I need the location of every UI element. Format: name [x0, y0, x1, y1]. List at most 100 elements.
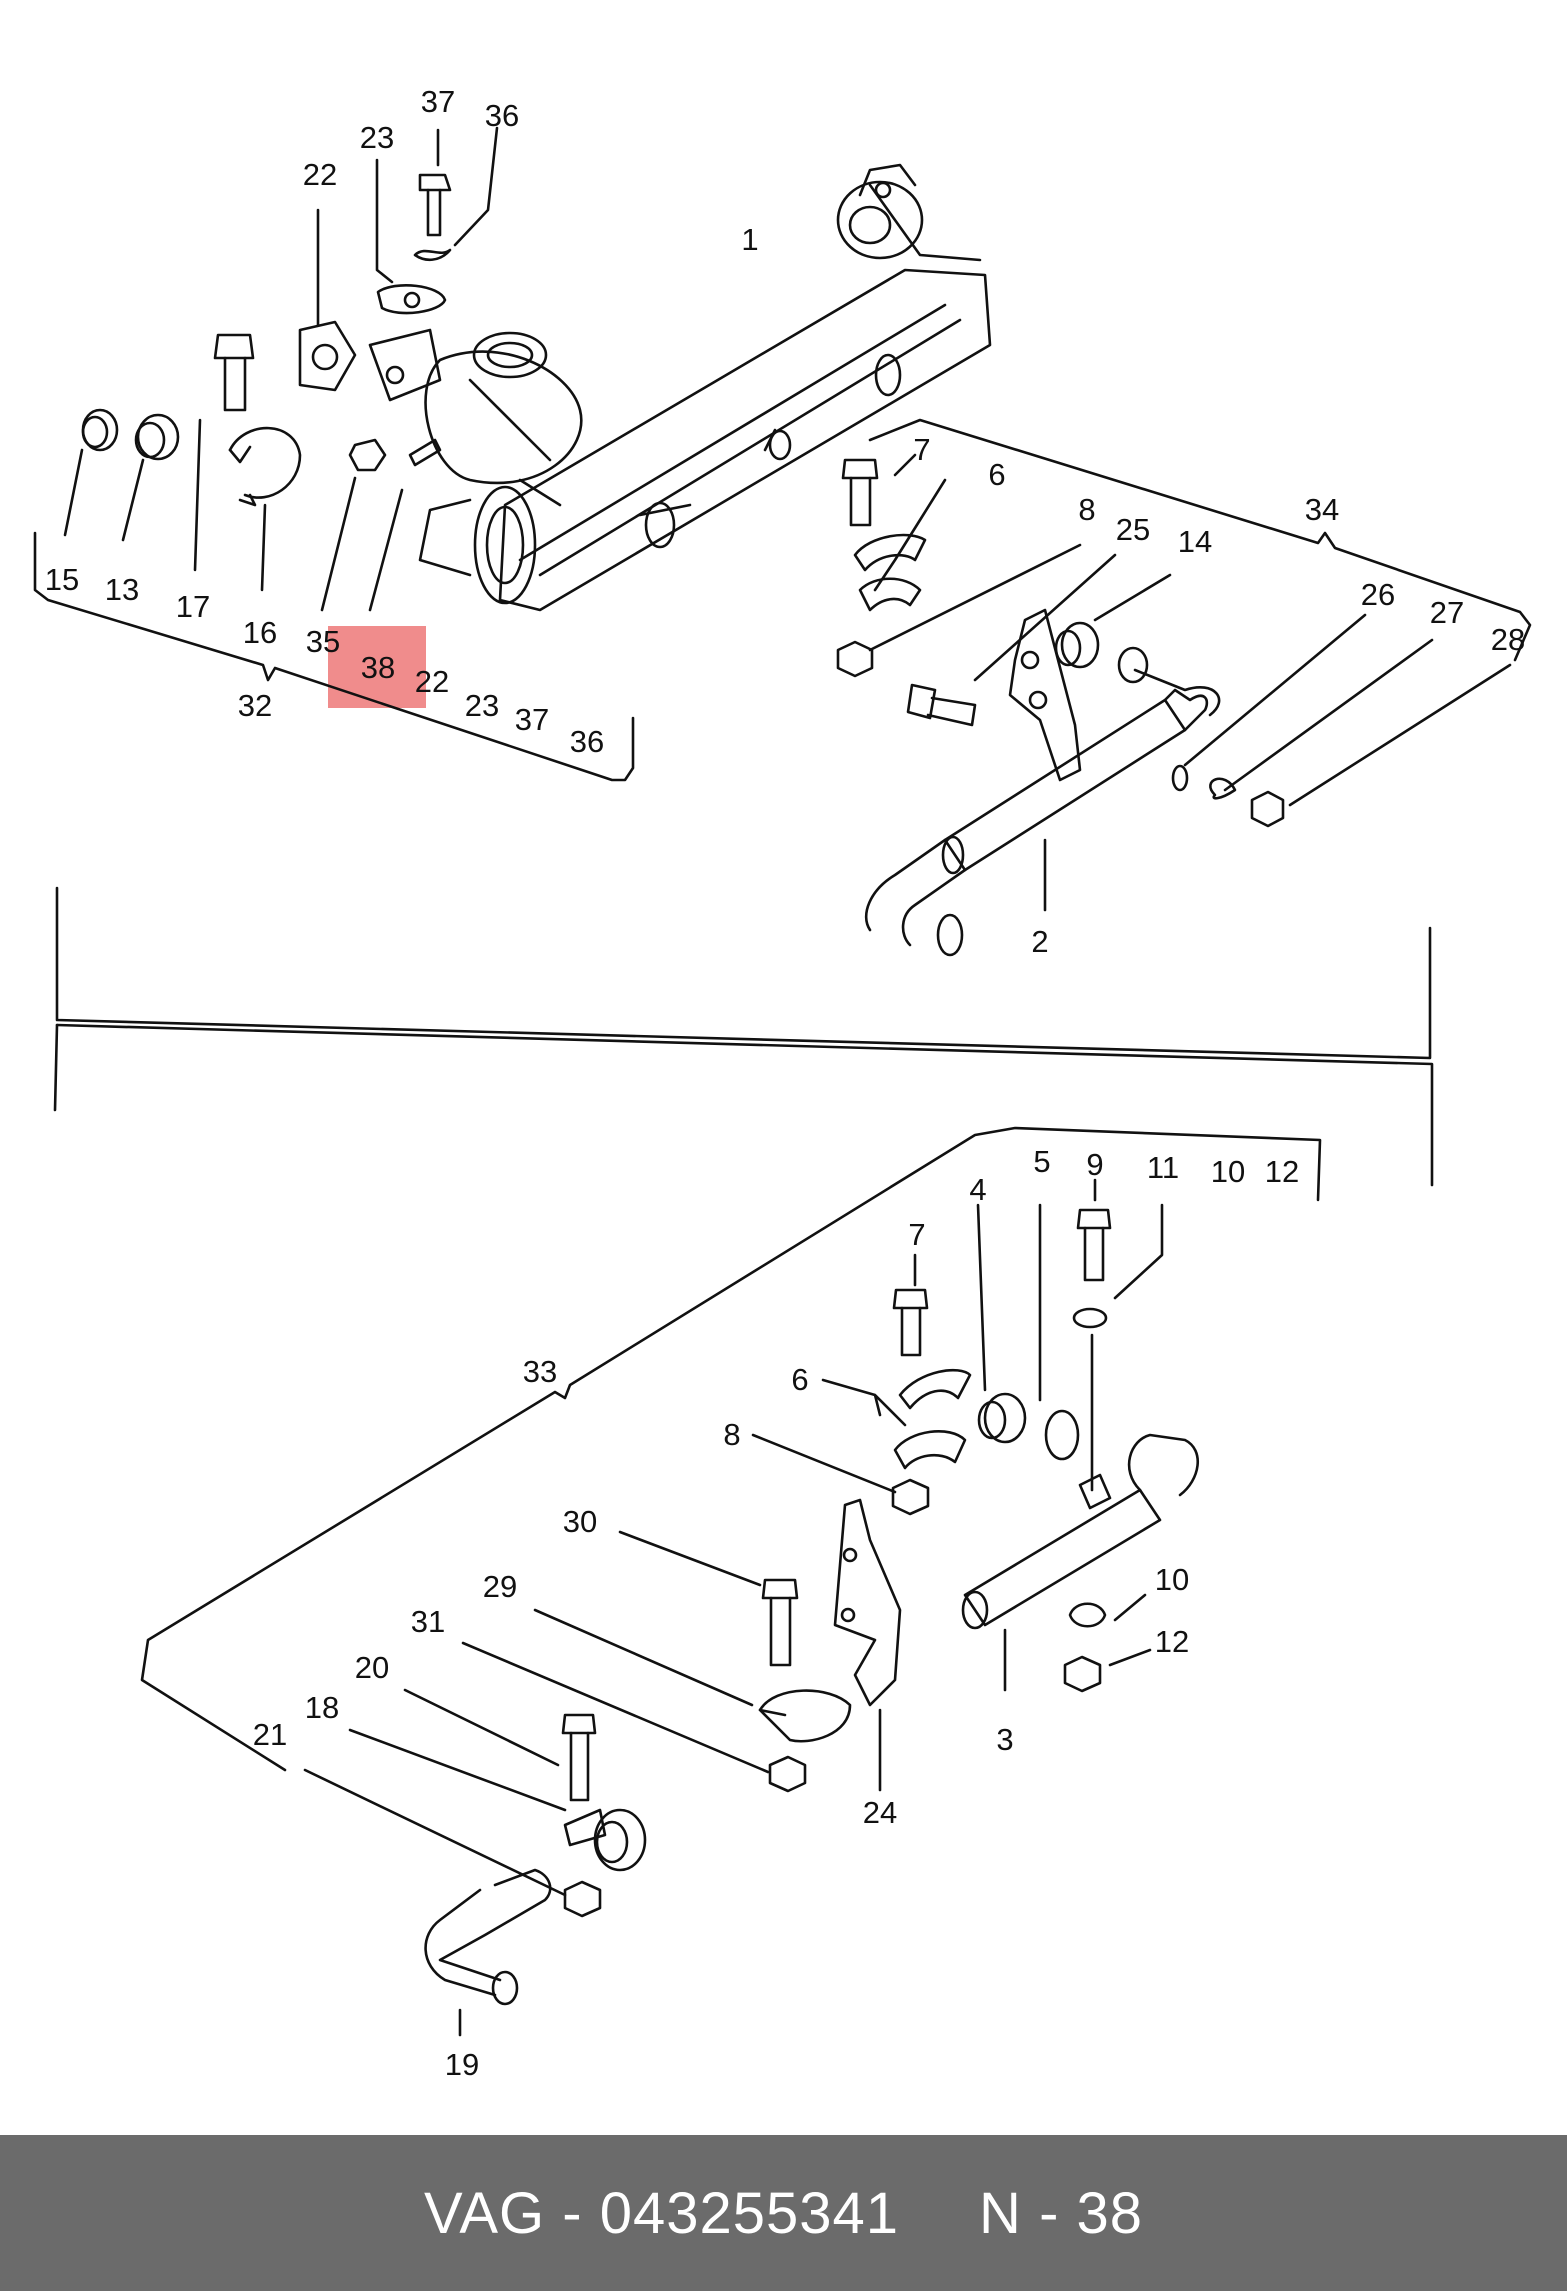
pipe-3	[961, 1333, 1200, 1630]
grommet-14	[1054, 621, 1100, 669]
top-callout-35: 35	[306, 624, 340, 659]
bracket-34	[868, 418, 1532, 662]
bolt-7-bottom	[892, 1288, 929, 1357]
bolt-7-top	[841, 458, 879, 527]
washer-10-bottom	[1068, 1602, 1107, 1628]
footer-ref-prefix: N	[979, 2180, 1022, 2246]
top-bolt-37	[418, 173, 452, 237]
clamp-29	[758, 1689, 852, 1743]
fuel-rail	[418, 163, 992, 612]
top-spring-36	[413, 248, 452, 261]
clamp-6-bottom	[893, 1368, 972, 1470]
nut-8-top	[836, 640, 874, 678]
bottom-callout-4: 4	[969, 1172, 986, 1207]
top-callout-28: 28	[1491, 622, 1525, 657]
leader-lines-top-left	[63, 126, 499, 612]
top-callout-25: 25	[1116, 512, 1150, 547]
top-callout-34: 34	[1305, 492, 1339, 527]
top-callout-32: 32	[238, 688, 272, 723]
callouts-top: 37 36 23 22 1 15 13 17 16 35 38 22 23 37 36 32 7 6 8 25 14 34…	[45, 84, 1525, 959]
bottom-callout-33: 33	[523, 1354, 557, 1389]
footer-ref-dash: -	[1039, 2180, 1060, 2246]
top-callout-1: 1	[741, 222, 758, 257]
grommet-4	[977, 1392, 1027, 1444]
top-clamp-16	[228, 426, 302, 507]
top-callout-6: 6	[988, 457, 1005, 492]
top-callout-36: 36	[485, 98, 519, 133]
bracket-plate-top	[1008, 608, 1082, 782]
bottom-callout-8: 8	[723, 1417, 740, 1452]
bracket-33	[140, 1126, 1322, 1772]
footer-brand: VAG	[423, 2180, 546, 2246]
top-flange	[368, 328, 442, 402]
bolt-20	[561, 1713, 597, 1802]
top-callout-16: 16	[243, 615, 277, 650]
bottom-callout-10: 10	[1211, 1154, 1245, 1189]
top-callout-23: 23	[360, 120, 394, 155]
bottom-callout-31: 31	[411, 1604, 445, 1639]
bottom-callout-6: 6	[791, 1362, 808, 1397]
clamp-6-top	[853, 533, 927, 612]
top-gasket-22	[298, 320, 357, 392]
bracket-plate-24	[833, 1498, 902, 1707]
pipe-19	[424, 1868, 552, 2006]
bottom-callout-12: 12	[1265, 1154, 1299, 1189]
top-callout-14: 14	[1178, 524, 1212, 559]
leader-lines-top-right	[868, 453, 1512, 912]
parts-diagram: 3736232211513171635382223373632768251434…	[33, 84, 1532, 2082]
nut-28	[1250, 790, 1285, 828]
bottom-callout-11: 11	[1147, 1150, 1179, 1185]
nut-8-bottom	[891, 1478, 930, 1516]
bottom-callout-12: 12	[1155, 1624, 1189, 1659]
washer-26	[1171, 764, 1189, 792]
bolt-25-top	[906, 683, 977, 727]
pipe-2	[864, 646, 1221, 957]
top-callout-7: 7	[913, 432, 930, 467]
bolt-30	[761, 1578, 799, 1667]
bottom-callout-21: 21	[253, 1717, 287, 1752]
top-callout-36: 36	[570, 724, 604, 759]
nut-31	[768, 1755, 807, 1793]
top-callout-23: 23	[465, 688, 499, 723]
top-callout-13: 13	[105, 572, 139, 607]
bracket-32	[33, 531, 635, 782]
bottom-callout-24: 24	[863, 1795, 897, 1830]
footer-ref-number: 38	[1076, 2180, 1144, 2246]
nut-21	[563, 1880, 602, 1918]
top-callout-27: 27	[1430, 595, 1464, 630]
top-gasket-23	[376, 284, 447, 315]
bottom-callout-30: 30	[563, 1504, 597, 1539]
footer-dash: -	[562, 2180, 583, 2246]
highlight-box	[328, 626, 426, 708]
bottom-callout-29: 29	[483, 1569, 517, 1604]
top-callout-26: 26	[1361, 577, 1395, 612]
top-callout-15: 15	[45, 562, 79, 597]
bottom-callout-20: 20	[355, 1650, 389, 1685]
top-callout-37: 37	[421, 84, 455, 119]
bolt-9-bottom	[1076, 1208, 1112, 1282]
washer-11-bottom	[1072, 1307, 1108, 1329]
top-callout-8: 8	[1078, 492, 1095, 527]
nut-12-bottom	[1063, 1655, 1102, 1693]
footer-part-number: 043255341	[599, 2180, 900, 2246]
bottom-callout-19: 19	[445, 2047, 479, 2082]
top-callout-22: 22	[303, 157, 337, 192]
top-callout-22: 22	[415, 664, 449, 699]
top-screw-38	[408, 438, 442, 467]
top-callout-37: 37	[515, 702, 549, 737]
separator-frame	[53, 886, 1434, 1187]
footer-bar: VAG - 043255341 N - 38	[0, 2135, 1567, 2291]
ring-5	[1044, 1409, 1080, 1461]
spring-washer-27	[1209, 777, 1237, 800]
top-callout-38: 38	[361, 650, 395, 685]
top-ring-15	[81, 408, 119, 452]
leader-lines-bottom	[303, 1178, 1164, 2037]
pressure-regulator	[424, 331, 583, 507]
top-callout-17: 17	[176, 589, 210, 624]
top-nut-35	[348, 438, 387, 472]
bottom-callout-10: 10	[1155, 1562, 1189, 1597]
top-callout-2: 2	[1031, 924, 1048, 959]
bottom-callout-9: 9	[1086, 1147, 1103, 1182]
bottom-callout-3: 3	[996, 1722, 1013, 1757]
